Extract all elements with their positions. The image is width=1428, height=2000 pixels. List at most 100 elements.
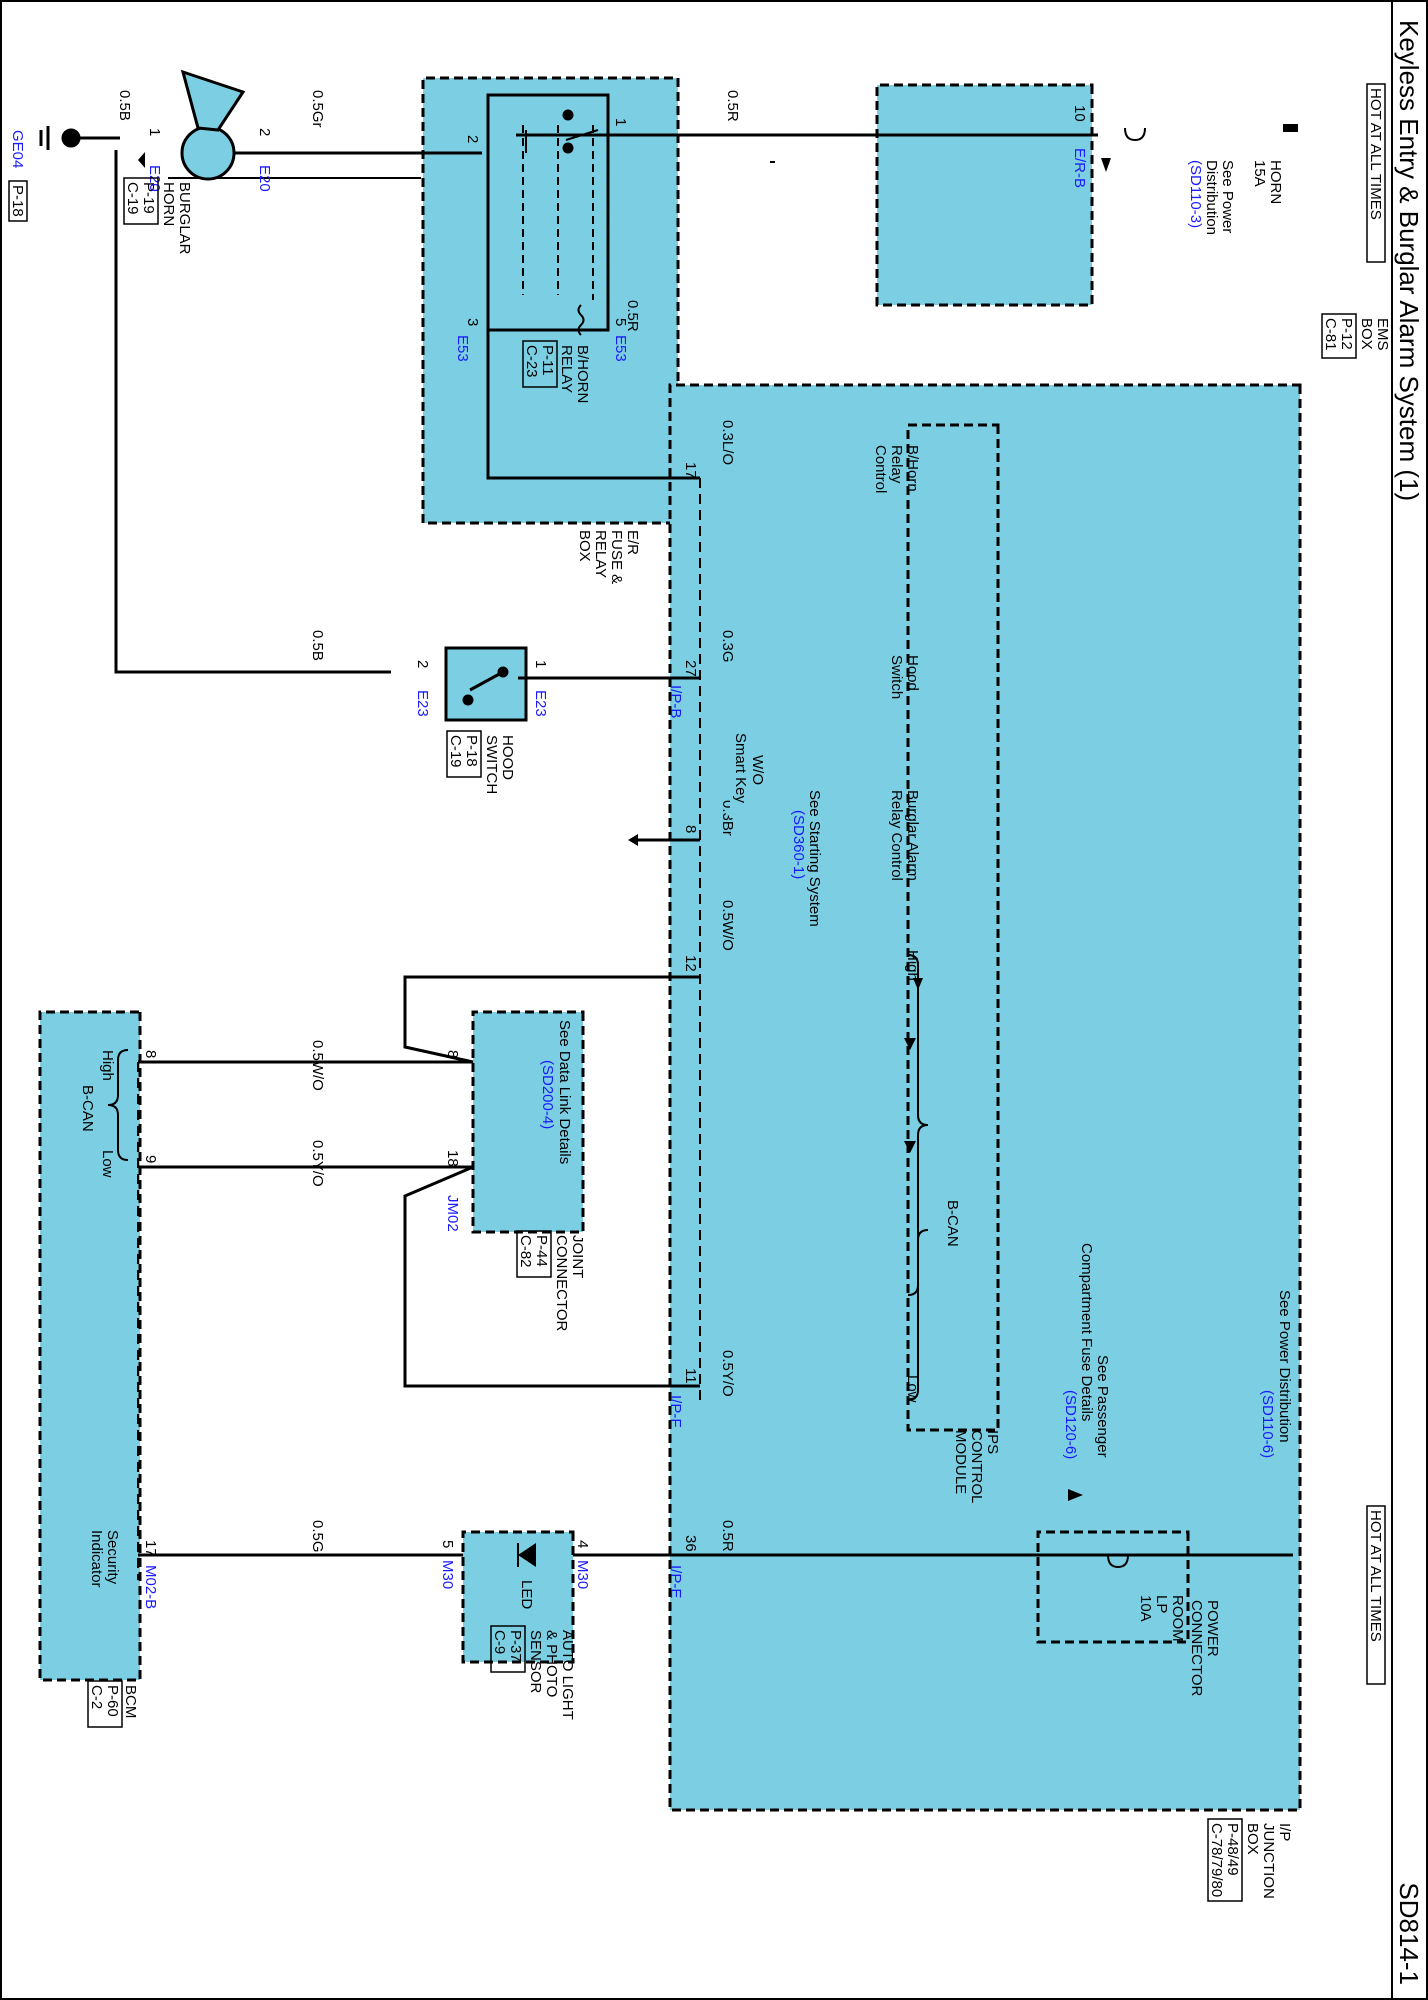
bcm-ref-1: P-60 xyxy=(104,1685,121,1717)
horn-ref-2: C-19 xyxy=(124,182,141,215)
page-title: Keyless Entry & Burglar Alarm System (1) xyxy=(1394,20,1424,501)
relay-connector-a: E53 xyxy=(612,335,629,362)
ips-pin-17: 17 xyxy=(682,462,699,479)
led-pin-4: 4 xyxy=(574,1540,591,1548)
ijb-fuse-2: LP xyxy=(1153,1595,1170,1613)
wires xyxy=(78,133,1293,1557)
ips-burglar-1: Burglar Alarm xyxy=(904,790,921,881)
starting-note: See Starting System xyxy=(806,790,823,927)
ground-symbol xyxy=(39,126,116,150)
burglar-horn[interactable] xyxy=(180,69,246,181)
led-connector-b: M30 xyxy=(439,1560,456,1589)
wire-label-05R-top: 0.5R xyxy=(724,90,741,122)
ems-fuse-1: HORN xyxy=(1267,160,1284,204)
led-pin-5: 5 xyxy=(439,1540,456,1548)
ips-box[interactable] xyxy=(906,423,1000,1432)
ips-pin-36: 36 xyxy=(682,1535,699,1552)
ijb-fuse-1: ROOM xyxy=(1169,1595,1186,1642)
bcm-pin-9: 9 xyxy=(142,1155,159,1163)
ips-bhorn-2: Relay xyxy=(888,445,905,484)
wire-05B-ground-hood xyxy=(114,150,130,674)
ips-name-3: MODULE xyxy=(952,1430,969,1494)
ijb-box xyxy=(668,383,1302,1812)
wire-label-05YO-a: 0.5Y/O xyxy=(719,1350,736,1397)
ground-ref: P-18 xyxy=(9,185,26,217)
ijb-power-ref: (SD110-6) xyxy=(1259,1390,1276,1458)
horn-fuse-icon xyxy=(1124,124,1298,142)
relay-pin-5: 5 xyxy=(612,318,629,326)
ips-pin-12: 12 xyxy=(682,955,699,972)
wire-label-05R-bot: 0.5R xyxy=(719,1520,736,1552)
ips-pin-11: 11 xyxy=(682,1368,699,1384)
ems-ref-2: C-81 xyxy=(1322,318,1339,351)
ref-boxes xyxy=(8,83,1386,1902)
wire-05WO xyxy=(403,975,700,1064)
ems-pin: 10 xyxy=(1071,105,1088,122)
wire-03LO xyxy=(486,330,700,480)
ems-name-2: BOX xyxy=(1358,318,1375,350)
ijb-fuse-note-2: Compartment Fuse Details xyxy=(1078,1243,1095,1421)
ijb-name-3: BOX xyxy=(1244,1823,1261,1855)
ips-hood-1: Hood xyxy=(904,655,921,691)
bcm-pin-17: 17 xyxy=(142,1540,159,1557)
hood-ref-1: P-18 xyxy=(463,735,480,767)
ijb-hot: HOT AT ALL TIMES xyxy=(1367,1510,1384,1642)
ijb-name-2: JUNCTION xyxy=(1260,1823,1277,1899)
relay-box-name-3: RELAY xyxy=(592,530,609,578)
ijb-ref-1: P-48/49 xyxy=(1224,1823,1241,1876)
ijb-power-connector-2: CONNECTOR xyxy=(1188,1600,1205,1697)
wire-05YO xyxy=(403,1165,700,1388)
labels: EMS BOX P-12 C-81 HOT AT ALL TIMES HORN … xyxy=(9,88,1391,1899)
bcm-box xyxy=(38,1010,142,1682)
wire-label-05Gr: 0.5Gr xyxy=(309,90,326,128)
connector-dash-lines xyxy=(137,478,701,1580)
bcm-connector: M02-B xyxy=(142,1565,159,1609)
led-icon xyxy=(517,1543,536,1567)
ips-low: Low xyxy=(904,1375,921,1403)
joint-note-ref: (SD200-4) xyxy=(539,1060,556,1129)
ems-name-1: EMS xyxy=(1374,318,1391,351)
ijb-ref-2: C-78/79/80 xyxy=(1208,1823,1225,1897)
hood-switch-box[interactable] xyxy=(444,646,528,722)
hood-switch-internals xyxy=(462,666,509,706)
room-lp-fuse-icon xyxy=(1107,1554,1129,1569)
ipb-connector: I/P-B xyxy=(667,685,684,718)
wo-smart-key-badge xyxy=(730,728,768,818)
bcm-security-1: Security xyxy=(104,1530,121,1585)
hood-pin-2: 2 xyxy=(414,660,431,668)
joint-ref-2: C-82 xyxy=(517,1235,534,1268)
relay-box-name-4: BOX xyxy=(576,530,593,562)
bcm-high: High xyxy=(99,1050,116,1081)
relay-pin-3: 3 xyxy=(464,318,481,326)
ips-high: High xyxy=(904,950,921,981)
ground-id: GE04 xyxy=(9,130,26,168)
horn-name-2: HORN xyxy=(160,182,177,226)
hood-ref-2: C-19 xyxy=(447,735,464,768)
wire-label-05B-hood: 0.5B xyxy=(309,630,326,661)
ems-connector: E/R-B xyxy=(1071,148,1088,188)
power-connector-box xyxy=(1036,1530,1190,1644)
ems-hot: HOT AT ALL TIMES xyxy=(1367,88,1384,220)
bcan-braces xyxy=(107,954,929,1401)
hood-pin-1: 1 xyxy=(532,660,549,668)
ems-power-2: Distribution xyxy=(1203,160,1220,235)
ips-pin-27: 27 xyxy=(682,660,699,677)
joint-connector: JM02 xyxy=(444,1195,461,1232)
ipe-connector: I/P-E xyxy=(667,1565,684,1598)
ijb-fuse-3: 10A xyxy=(1137,1595,1154,1622)
led-name-3: SENSOR xyxy=(527,1630,544,1694)
bcm-low: Low xyxy=(99,1150,116,1178)
led-label: LED xyxy=(518,1580,535,1609)
relay-name-2: RELAY xyxy=(558,345,575,393)
hood-connector-a: E23 xyxy=(532,690,549,717)
led-name-2: & PHOTO xyxy=(543,1630,560,1697)
wire-label-05G: 0.5G xyxy=(309,1520,326,1553)
horn-name-1: BURGLAR xyxy=(176,182,193,255)
ems-box xyxy=(875,83,1094,307)
page-code: SD814-1 xyxy=(1394,1882,1424,1985)
relay-box-name-2: FUSE & xyxy=(608,530,625,584)
bcm-bcan: B-CAN xyxy=(79,1085,96,1132)
joint-pin-18: 18 xyxy=(444,1150,461,1167)
